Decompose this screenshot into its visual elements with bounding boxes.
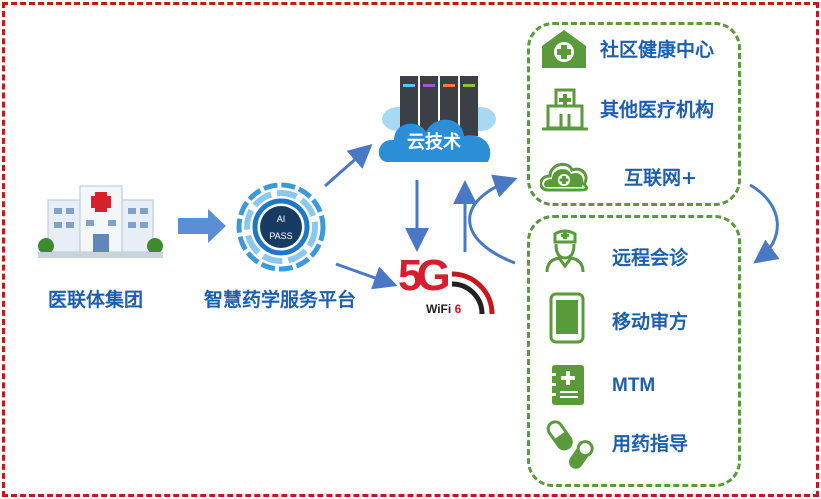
institutions-group: [527, 22, 741, 206]
pills-icon: [546, 420, 594, 469]
services-group: [527, 215, 741, 487]
institution-label: 互联网+: [624, 167, 697, 189]
block-arrow: [178, 209, 226, 243]
hospital-icon: [38, 185, 163, 258]
service-label: 移动审方: [612, 311, 689, 333]
hospital-group-label: 医联体集团: [48, 289, 144, 311]
wifi-arcs-icon: [451, 271, 495, 315]
doctor-icon: [545, 229, 585, 273]
institution-label: 其他医疗机构: [600, 99, 715, 121]
curve-arrow-to-top-group: [468, 174, 518, 265]
arrow-to-cloud: [324, 144, 373, 188]
institution-label: 社区健康中心: [600, 39, 715, 61]
badge-text-pass: PASS: [269, 231, 292, 241]
service-label: 远程会诊: [612, 247, 689, 269]
cloud-label: 云技术: [407, 132, 461, 153]
platform-label: 智慧药学服务平台: [204, 289, 357, 311]
service-label: 用药指导: [612, 433, 689, 455]
wifi-text: WiFi 6: [426, 302, 462, 316]
mobile-phone-icon: [549, 292, 585, 344]
service-label: MTM: [612, 375, 656, 396]
hospital-building-icon: [542, 88, 588, 131]
medical-record-icon: [548, 365, 584, 405]
ai-pass-badge-icon: AI PASS: [236, 182, 326, 272]
badge-text-ai: AI: [277, 214, 286, 224]
community-health-icon: [542, 30, 586, 68]
arrow-to-5g: [335, 262, 398, 290]
curve-arrow-right: [749, 183, 780, 264]
5g-wifi6-logo: 5G WiFi 6: [398, 251, 504, 318]
5g-text: 5G: [398, 251, 451, 300]
cloud-plus-icon: [540, 162, 588, 192]
cloud-server-icon: [378, 76, 496, 162]
